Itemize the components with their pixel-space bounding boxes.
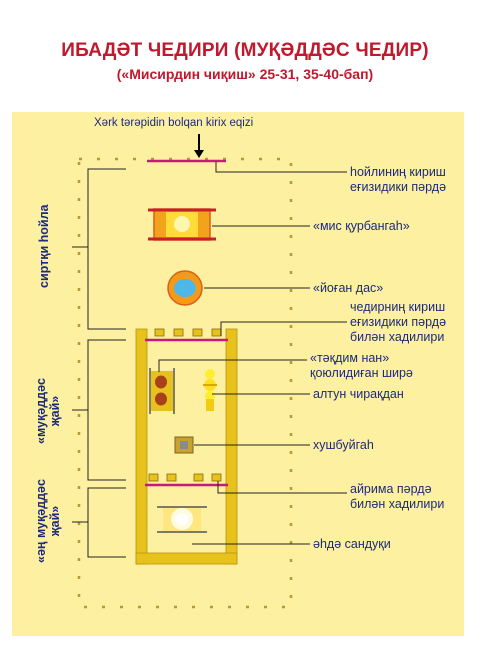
page-subtitle: («Мисирдин чиқиш» 25-31, 35-40-бап) [116, 66, 374, 82]
bread-table [149, 368, 175, 414]
section-holy-place: «муқәддәс җай» [34, 378, 62, 444]
label-courtyard-curtain: һойлиниң кириш еғизидики пәрдә [350, 165, 447, 194]
bronze-altar [148, 208, 216, 241]
lampstand [203, 369, 217, 411]
page-title: ИБАДӘТ ЧЕДИРИ (МУҚӘДДӘС ЧЕДИР) [61, 40, 429, 61]
diagram-background [12, 112, 464, 636]
label-veil: айрима пәрдә билән хадилири [350, 482, 445, 511]
label-tent-curtain: чедирниң кириш еғизидики пәрдә билән хад… [350, 300, 447, 344]
ark [157, 506, 207, 533]
section-holy-of-holies: «әң муқәддәс җай» [34, 479, 62, 563]
leader-lines [158, 162, 347, 545]
label-lampstand: алтун чирақдан [313, 387, 404, 401]
section-brackets [72, 168, 126, 558]
section-outer-court: сиртқи һойла [37, 204, 51, 289]
label-ark: әһдә сандуқи [313, 537, 391, 551]
label-bronze-altar: «мис қурбангаһ» [313, 219, 410, 233]
label-basin: «йоған дас» [313, 281, 384, 295]
incense-altar [174, 436, 194, 454]
label-incense-altar: хушбуйгаһ [313, 438, 374, 452]
entrance-label: Xərk tərəpidin bolqan kirix eqizi [94, 117, 254, 129]
entrance-arrowhead [194, 150, 204, 158]
label-bread-table: «тәқдим нан» қоюлидиған ширә [310, 351, 413, 380]
tent-entrance-posts [154, 328, 222, 337]
veil-posts [148, 473, 222, 482]
tent-walls [135, 328, 238, 565]
basin [167, 270, 203, 306]
